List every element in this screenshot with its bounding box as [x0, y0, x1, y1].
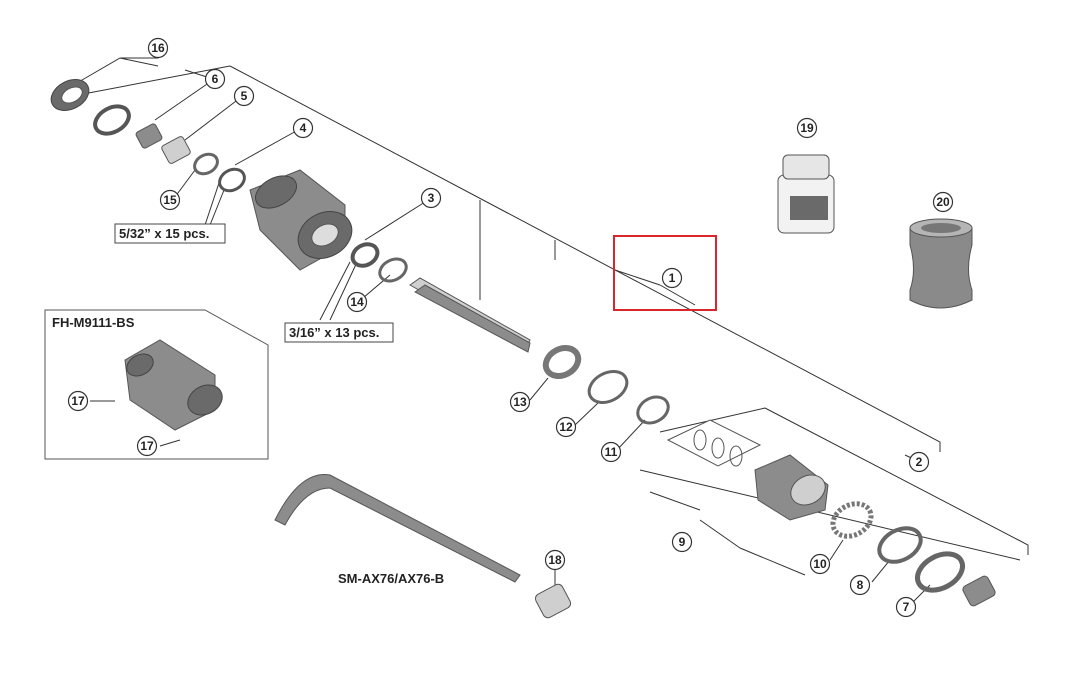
callout-number: 4 — [300, 121, 307, 135]
callout-number: 15 — [163, 193, 177, 207]
callout-number: 19 — [800, 121, 814, 135]
callout-20: 20 — [932, 191, 954, 213]
callout-number: 14 — [350, 295, 364, 309]
callout-number: 1 — [669, 271, 676, 285]
callout-number: 17 — [140, 439, 154, 453]
callout-14: 14 — [346, 291, 368, 313]
callout-8: 8 — [849, 574, 871, 596]
callout-number: 7 — [903, 600, 910, 614]
callout-number: 9 — [679, 535, 686, 549]
callout-9: 9 — [671, 531, 693, 553]
callout-number: 10 — [813, 557, 827, 571]
callout-4: 4 — [292, 117, 314, 139]
callout-number: 17 — [71, 394, 85, 408]
callout-17-b: 17 — [136, 435, 158, 457]
ball-3-16-label: 3/16” x 13 pcs. — [289, 325, 379, 340]
callout-3: 3 — [420, 187, 442, 209]
callout-17: 17 — [67, 390, 89, 412]
parts — [50, 78, 996, 619]
callout-16: 16 — [147, 37, 169, 59]
ball-5-32-label: 5/32” x 15 pcs. — [119, 226, 209, 241]
callout-number: 16 — [151, 41, 165, 55]
callout-1: 1 — [661, 267, 683, 289]
hub-model-label: FH-M9111-BS — [52, 315, 135, 330]
hub-model-inset: FH-M9111-BS — [44, 309, 269, 460]
callout-number: 11 — [605, 445, 618, 459]
callout-18: 18 — [544, 549, 566, 571]
callout-number: 20 — [936, 195, 950, 209]
callout-15: 15 — [159, 189, 181, 211]
highlight-box — [613, 235, 717, 311]
callout-12: 12 — [555, 416, 577, 438]
spec-labels: 5/32” x 15 pcs. 3/16” x 13 pcs. SM-AX76/… — [114, 223, 444, 586]
callout-number: 18 — [548, 553, 562, 567]
callout-number: 13 — [513, 395, 527, 409]
callout-number: 3 — [428, 191, 435, 205]
callout-number: 12 — [559, 420, 573, 434]
callout-10: 10 — [809, 553, 831, 575]
callout-number: 5 — [241, 89, 248, 103]
callout-number: 8 — [857, 578, 864, 592]
axle-model-label: SM-AX76/AX76-B — [338, 571, 444, 586]
callout-number: 6 — [212, 72, 219, 86]
callout-11: 11 — [600, 441, 622, 463]
leader-lines — [69, 48, 1029, 606]
callout-number: 2 — [916, 455, 923, 469]
callout-19: 19 — [796, 117, 818, 139]
callout-5: 5 — [233, 85, 255, 107]
callout-7: 7 — [895, 596, 917, 618]
callout-13: 13 — [509, 391, 531, 413]
callout-6: 6 — [204, 68, 226, 90]
callout-2: 2 — [908, 451, 930, 473]
